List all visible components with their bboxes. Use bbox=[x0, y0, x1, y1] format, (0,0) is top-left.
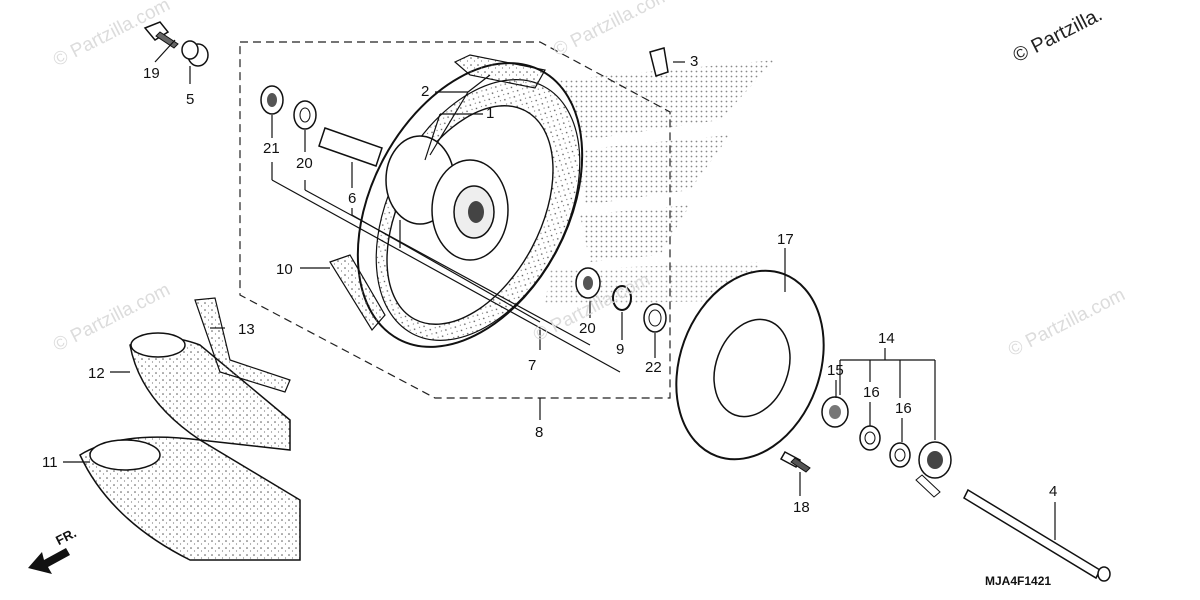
callout-22[interactable]: 22 bbox=[645, 359, 662, 376]
callout-1[interactable]: 1 bbox=[486, 105, 495, 122]
callout-21[interactable]: 21 bbox=[263, 140, 280, 157]
rim-strip-upper bbox=[453, 54, 546, 89]
callout-8[interactable]: 8 bbox=[535, 424, 544, 441]
callout-11[interactable]: 11 bbox=[42, 454, 58, 471]
leader-lines bbox=[63, 39, 1056, 540]
brand-wing-logo bbox=[545, 60, 775, 305]
callout-14[interactable]: 14 bbox=[878, 330, 895, 347]
dust-seal bbox=[643, 303, 667, 333]
speedometer-gear bbox=[821, 396, 849, 428]
rim-band bbox=[194, 297, 291, 393]
callout-20b[interactable]: 20 bbox=[579, 320, 596, 337]
callout-2[interactable]: 2 bbox=[421, 83, 430, 100]
callout-7[interactable]: 7 bbox=[528, 357, 537, 374]
tire bbox=[79, 436, 301, 561]
callout-16a[interactable]: 16 bbox=[863, 384, 880, 401]
callout-5[interactable]: 5 bbox=[186, 91, 195, 108]
callout-4[interactable]: 4 bbox=[1049, 483, 1058, 500]
brake-disc bbox=[675, 269, 825, 461]
valve-cap-3 bbox=[649, 47, 669, 77]
inner-tube bbox=[129, 332, 291, 451]
bearing-21 bbox=[260, 85, 284, 115]
callout-15[interactable]: 15 bbox=[827, 362, 844, 379]
bearing-20-right bbox=[575, 267, 601, 299]
callout-18[interactable]: 18 bbox=[793, 499, 810, 516]
callout-17[interactable]: 17 bbox=[777, 231, 794, 248]
callout-20a[interactable]: 20 bbox=[296, 155, 313, 172]
callout-10[interactable]: 10 bbox=[276, 261, 293, 278]
axle-4 bbox=[963, 488, 1111, 582]
distance-collar bbox=[318, 127, 383, 167]
callout-16b[interactable]: 16 bbox=[895, 400, 912, 417]
bearing-20-left bbox=[293, 100, 317, 130]
diagram-code: MJA4F1421 bbox=[985, 574, 1052, 588]
collar-5 bbox=[181, 40, 209, 67]
callout-3[interactable]: 3 bbox=[690, 53, 699, 70]
bolt-19 bbox=[143, 21, 179, 49]
washer-16a bbox=[859, 425, 881, 451]
rim-strip-lower bbox=[329, 254, 386, 332]
disc-bolt-18 bbox=[779, 450, 811, 473]
callout-19[interactable]: 19 bbox=[143, 65, 160, 82]
washer-16b bbox=[889, 442, 911, 468]
callout-9[interactable]: 9 bbox=[616, 341, 625, 358]
wheel-assembly-box bbox=[239, 41, 671, 399]
callout-13[interactable]: 13 bbox=[238, 321, 255, 338]
front-direction-arrow bbox=[28, 548, 70, 574]
gear-box-14 bbox=[915, 441, 952, 498]
wheel-hub bbox=[385, 135, 509, 261]
circlip bbox=[612, 285, 632, 311]
callout-6[interactable]: 6 bbox=[348, 190, 357, 207]
callout-12[interactable]: 12 bbox=[88, 365, 105, 382]
